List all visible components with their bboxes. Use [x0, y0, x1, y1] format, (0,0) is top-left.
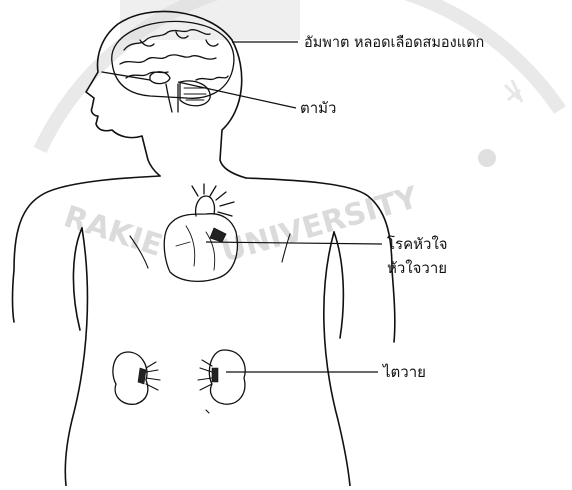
brain-gyri-4: [196, 76, 228, 80]
leader-eyes: [178, 82, 296, 108]
kidney-left-shade: [138, 368, 146, 384]
brain-gyri-2: [120, 55, 216, 64]
body-outline: [13, 11, 395, 486]
kidneys: [113, 350, 245, 404]
arm-left-inner: [73, 228, 82, 330]
label-heart-failure: หัวใจวาย: [387, 259, 447, 277]
kidney-right-vessels: [198, 360, 212, 390]
aorta: [196, 196, 215, 216]
watermark-seal: [40, 0, 560, 167]
torso-left-side: [65, 228, 87, 486]
label-kidney-failure: ไตวาย: [382, 363, 426, 381]
thalamus: [150, 72, 170, 84]
watermark-ornament: [505, 80, 522, 102]
kidney-right-shade: [212, 368, 218, 382]
watermark-dot: [478, 149, 496, 167]
label-eyes: ตามัว: [300, 99, 336, 117]
watermark-text: RAKIE UNIVERSITY: [60, 180, 423, 270]
cerebellum: [180, 81, 210, 106]
arm-right-inner: [334, 232, 343, 338]
label-stroke: อัมพาต หลอดเลือดสมองแตก: [304, 34, 484, 51]
label-heart-disease: โรคหัวใจ: [387, 235, 448, 253]
navel: [206, 410, 209, 413]
torso-right-side: [324, 232, 350, 486]
neck-back: [220, 40, 246, 178]
coronary-lines: [176, 226, 215, 270]
